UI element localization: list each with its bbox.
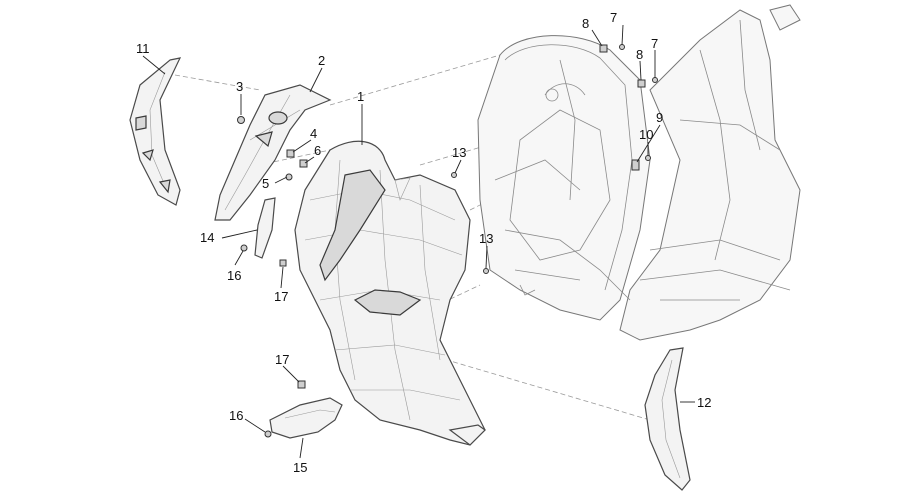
part-12-right-trim [644,347,691,491]
callout-2: 2 [318,53,325,68]
callout-16a: 16 [227,268,241,283]
callout-4: 4 [310,126,317,141]
clip-8b [637,79,646,88]
callout-13b: 13 [479,231,493,246]
callout-1: 1 [357,89,364,104]
screw-3 [237,116,245,124]
callout-7b: 7 [651,36,658,51]
callout-8b: 8 [636,47,643,62]
part-2-center-panel [214,84,332,221]
screw-13a [451,172,457,178]
clip-8a [599,44,608,53]
callout-13a: 13 [452,145,466,160]
clip-9 [631,159,640,171]
part-15-lower-panel [269,397,343,439]
callout-7a: 7 [610,10,617,25]
clip-4 [286,149,295,158]
callout-17b: 17 [275,352,289,367]
callout-9: 9 [656,110,663,125]
callout-10: 10 [639,127,653,142]
callout-labels: 11 2 3 1 4 6 5 7 8 7 8 9 10 13 13 14 16 … [136,10,711,475]
part-11-left-trim [129,57,182,206]
screw-7a [619,44,625,50]
screw-16a [240,244,248,252]
screw-16b [264,430,272,438]
callout-5: 5 [262,176,269,191]
callout-11: 11 [136,41,150,56]
callout-8a: 8 [582,16,589,31]
screw-10 [645,155,651,161]
callout-16b: 16 [229,408,243,423]
part-14-lens [254,197,276,259]
callout-12: 12 [697,395,711,410]
callout-6: 6 [314,143,321,158]
part-1-front-shield [294,140,486,446]
scooter-frame [477,4,801,341]
leader-lines [142,24,695,459]
screw-7b [652,77,658,83]
callout-17a: 17 [274,289,288,304]
clip-6 [299,159,308,168]
screw-13b [483,268,489,274]
clip-17a [279,259,287,267]
clip-17b [297,380,306,389]
callout-15: 15 [293,460,307,475]
callout-3: 3 [236,79,243,94]
fasteners [237,44,658,438]
callout-14: 14 [200,230,214,245]
